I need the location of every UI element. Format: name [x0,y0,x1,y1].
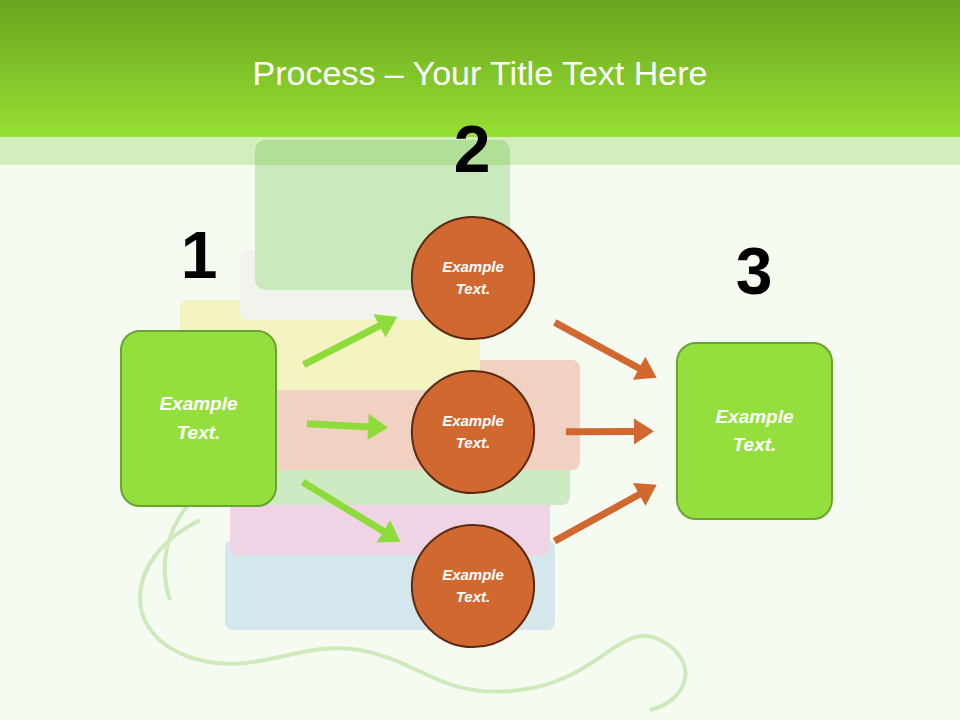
process-circle: Example Text. [410,215,536,341]
node-text: Example Text. [705,403,805,460]
circle-outline [410,523,536,649]
node-text: Example Text. [431,256,515,301]
arrow-shaft [566,428,636,435]
circle-outline [410,369,536,495]
arrow-shaft [554,494,640,542]
arrow-connector [304,314,398,364]
process-circle: Example Text. [410,523,536,649]
callout-number: 1 [181,222,218,288]
arrow-head [633,483,657,506]
arrow-connector [303,482,401,542]
slide-title: Process – Your Title Text Here [0,54,960,93]
arrow-head [377,520,401,542]
arrow-shaft [307,424,370,427]
arrow-shaft [304,325,382,365]
process-circle: Example Text. [410,369,536,495]
process-box: Example Text. [120,330,277,507]
node-text: Example Text. [149,390,249,447]
node-text: Example Text. [431,410,515,455]
arrow-shaft [303,482,385,532]
arrow-head [374,314,398,337]
callout-number: 2 [454,116,491,182]
arrow-connector [566,418,654,444]
arrow-connector [554,483,656,541]
arrow-connector [555,322,657,379]
arrow-connector [307,414,388,440]
arrow-head [367,414,388,440]
circle-outline [410,215,536,341]
arrow-shaft [555,322,641,369]
arrow-head [633,357,657,380]
process-box: Example Text. [676,342,833,520]
node-text: Example Text. [431,564,515,609]
arrow-head [634,418,654,444]
callout-number: 3 [736,238,773,304]
